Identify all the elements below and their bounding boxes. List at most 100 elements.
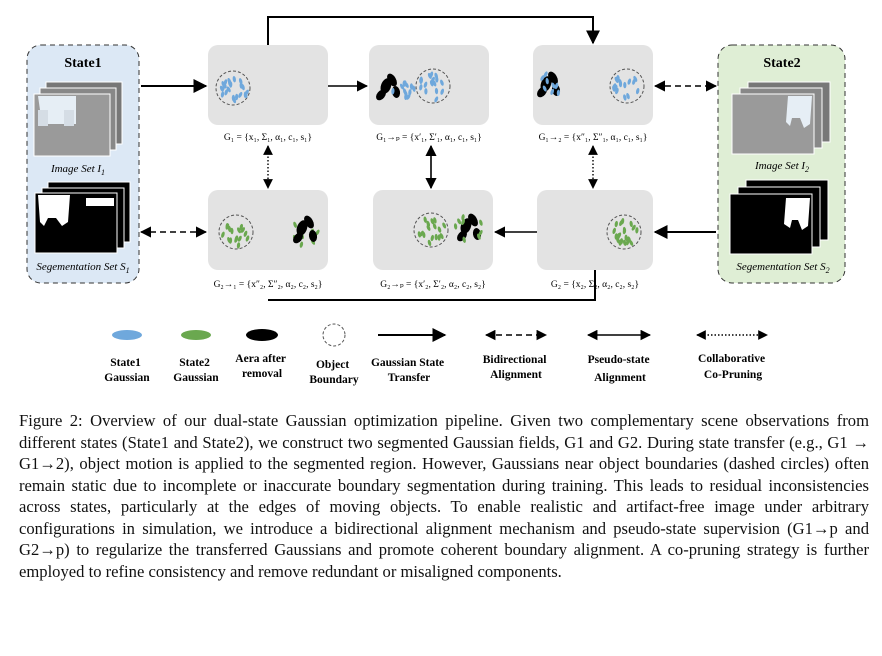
- svg-text:State1 Gaussian: State1 Gaussian: [104, 357, 150, 384]
- state1-seg-set-label: Segementation Set S: [36, 261, 126, 273]
- gaussian-splat: [223, 79, 228, 86]
- label-g21: G₂→₁ = {x″₂, Σ″₂, α₂, c₂, s₂}: [214, 280, 323, 290]
- gaussian-splat: [626, 93, 630, 100]
- gaussian-splat: [232, 76, 236, 83]
- gaussian-splat: [403, 80, 407, 87]
- gaussian-splat: [221, 85, 225, 92]
- gaussian-splat: [629, 239, 634, 246]
- svg-text:Pseudo-state Alignment: Pseudo-state Alignment: [588, 354, 653, 384]
- svg-text:Image Set I2: Image Set I2: [754, 160, 809, 174]
- gaussian-splat: [461, 214, 465, 221]
- legend: State1 Gaussian State2 Gaussian Aera aft…: [104, 323, 768, 386]
- legend-removal-line1: Aera after: [235, 353, 286, 365]
- gaussian-splat: [540, 75, 545, 81]
- gaussian-splat: [228, 80, 232, 87]
- gaussian-splat: [437, 226, 442, 233]
- legend-copruning-line1: Collaborative: [698, 353, 765, 365]
- gaussian-splat: [423, 216, 427, 223]
- state1-image-stack: [33, 81, 123, 157]
- legend-object-boundary-swatch: [322, 323, 346, 347]
- legend-pseudo-line2: Alignment: [594, 372, 646, 384]
- gaussian-splat: [403, 88, 407, 95]
- svg-text:Gaussian State Transfer: Gaussian State Transfer: [371, 357, 447, 384]
- svg-text:State2 Gaussian: State2 Gaussian: [173, 357, 219, 384]
- gaussian-splat: [629, 220, 633, 228]
- gaussian-splat: [614, 220, 618, 228]
- gaussian-splat: [224, 89, 228, 96]
- state1-panel: State1 Image Set I1 Segementation Set S1: [26, 44, 140, 284]
- legend-state1-line1: State1: [110, 357, 141, 369]
- node-g1: [208, 45, 328, 125]
- legend-state1-line2: Gaussian: [104, 372, 150, 384]
- legend-bidirectional-line1: Bidirectional: [483, 354, 547, 366]
- node-g12: [533, 45, 653, 125]
- legend-removal-swatch: [246, 329, 278, 341]
- gaussian-splat: [434, 72, 438, 79]
- gaussian-splat: [542, 85, 547, 92]
- legend-bidirectional-line2: Alignment: [490, 369, 542, 381]
- gaussian-splat: [243, 91, 248, 99]
- gaussian-splat: [635, 227, 639, 234]
- legend-removal-line2: removal: [242, 368, 282, 380]
- gaussian-splat: [408, 89, 412, 96]
- legend-boundary-line2: Boundary: [309, 374, 358, 386]
- legend-boundary-line1: Object: [316, 359, 349, 371]
- gaussian-splat: [424, 88, 428, 95]
- gaussian-splat: [612, 227, 616, 235]
- label-g2p: G₂→ₚ = {x′₂, Σ′₂, α₂, c₂, s₂}: [380, 280, 486, 290]
- gaussian-splat: [453, 223, 458, 230]
- gaussian-splat: [622, 227, 627, 235]
- state2-gaussian-cluster: [453, 214, 483, 243]
- legend-transfer-line2: Transfer: [388, 372, 431, 384]
- gaussian-splat: [439, 233, 444, 240]
- gaussian-splat: [236, 242, 241, 249]
- figure-caption: Figure 2: Overview of our dual-state Gau…: [19, 411, 869, 581]
- state2-image-stack: [731, 81, 831, 155]
- state1-gaussian-cluster: [219, 76, 249, 104]
- gaussian-splat: [426, 220, 431, 227]
- gaussian-splat: [623, 94, 627, 101]
- svg-text:Segementation Set S1: Segementation Set S1: [36, 261, 129, 275]
- state1-gaussian-cluster: [419, 71, 445, 103]
- gaussian-splat: [391, 88, 395, 95]
- gaussian-splat: [616, 233, 621, 240]
- state1-gaussian-cluster: [540, 71, 561, 96]
- arrow-g2-to-g21: [268, 270, 596, 301]
- gaussian-splat: [622, 239, 627, 246]
- gaussian-splat: [434, 96, 439, 103]
- gaussian-splat: [461, 218, 465, 226]
- state2-title: State2: [763, 56, 800, 71]
- gaussian-splat: [237, 235, 242, 242]
- legend-state2-line2: Gaussian: [173, 372, 219, 384]
- state2-panel: State2 Image Set I2 Segementation Set S2: [717, 44, 846, 284]
- state2-gaussian-cluster: [417, 216, 447, 247]
- removed-area-blob: [293, 215, 318, 244]
- gaussian-splat: [237, 227, 241, 234]
- node-g2: [537, 190, 653, 270]
- gaussian-splat: [631, 224, 636, 231]
- gaussian-splat: [225, 223, 230, 230]
- gaussian-splat: [625, 239, 630, 246]
- gaussian-splat: [221, 231, 225, 238]
- svg-text:Aera after removal: Aera after removal: [235, 353, 288, 380]
- gaussian-splat: [434, 87, 439, 95]
- gaussian-splat: [234, 236, 239, 243]
- label-g1: G₁ = {x₁, Σ₁, α₁, c₁, s₁}: [224, 133, 312, 143]
- gaussian-splat: [432, 80, 437, 87]
- gaussian-splat: [457, 218, 462, 225]
- gaussian-splat: [619, 219, 623, 227]
- gaussian-splat: [429, 80, 434, 87]
- node-g21: [208, 190, 328, 270]
- state1-image-set-label: Image Set I: [50, 163, 102, 175]
- gaussian-splat: [462, 236, 466, 243]
- gaussian-splat: [243, 230, 248, 237]
- arrows: [139, 16, 718, 301]
- svg-text:Segementation Set S2: Segementation Set S2: [736, 261, 829, 275]
- gaussian-splat: [417, 231, 422, 238]
- gaussian-splat: [232, 97, 237, 104]
- gaussian-splat: [234, 93, 239, 101]
- gaussian-splat: [293, 221, 297, 228]
- gaussian-splat: [554, 82, 559, 90]
- gaussian-splat: [478, 229, 483, 236]
- state1-gaussian-cluster: [391, 80, 416, 100]
